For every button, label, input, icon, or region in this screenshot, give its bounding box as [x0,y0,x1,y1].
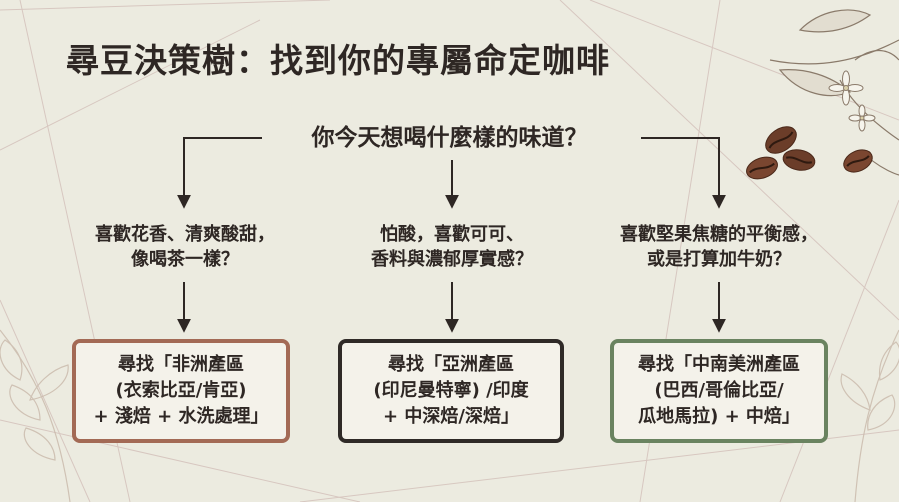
condition-nutty: 喜歡堅果焦糖的平衡感， 或是打算加牛奶？ [584,222,854,272]
page-title: 尋豆決策樹：找到你的專屬命定咖啡 [66,41,610,80]
condition-line: 香料與濃郁厚實感？ [371,249,533,270]
result-line: + 中深焙/深焙」 [383,406,519,427]
condition-cocoa: 怕酸，喜歡可可、 香料與濃郁厚實感？ [317,222,587,272]
condition-line: 喜歡堅果焦糖的平衡感， [620,224,818,245]
connector-left [177,137,262,209]
root-question: 你今天想喝什麼樣的味道？ [311,125,588,151]
result-line: 尋找「亞洲產區 [388,354,514,375]
result-box-africa: 尋找「非洲產區 (衣索比亞/肯亞) + 淺焙 + 水洗處理」 [72,339,290,443]
connector-right [641,137,726,209]
result-line: 尋找「中南美洲產區 [638,354,800,375]
result-line: 瓜地馬拉) + 中焙」 [638,406,800,427]
result-box-latin-america: 尋找「中南美洲產區 (巴西/哥倫比亞/ 瓜地馬拉) + 中焙」 [610,339,828,443]
condition-floral: 喜歡花香、清爽酸甜， 像喝茶一樣？ [50,222,320,272]
condition-line: 或是打算加牛奶？ [647,249,791,270]
result-line: (印尼曼特寧) /印度 [373,380,529,401]
condition-line: 喜歡花香、清爽酸甜， [95,224,275,245]
result-box-asia: 尋找「亞洲產區 (印尼曼特寧) /印度 + 中深焙/深焙」 [338,339,564,443]
result-line: (巴西/哥倫比亞/ [654,380,784,401]
condition-line: 怕酸，喜歡可可、 [380,224,524,245]
result-line: (衣索比亞/肯亞) [115,380,247,401]
condition-line: 像喝茶一樣？ [131,249,239,270]
result-line: 尋找「非洲產區 [118,354,244,375]
result-line: + 淺焙 + 水洗處理」 [93,406,269,427]
